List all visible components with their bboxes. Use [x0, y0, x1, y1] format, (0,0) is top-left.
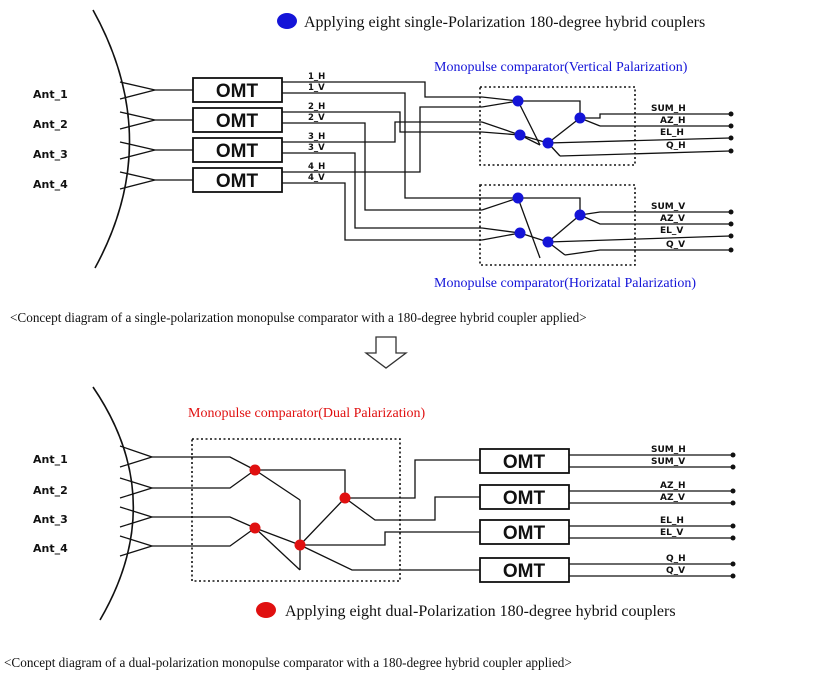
top-omt-box: OMT [192, 137, 283, 163]
top-output-label: SUM_V [651, 202, 685, 212]
top-output-label: Q_V [666, 240, 685, 250]
top-port-label: 3_H [308, 132, 325, 142]
blue-coupler-dot [574, 112, 586, 124]
bottom-antenna-feeds [119, 445, 155, 557]
red-coupler-dot [249, 464, 261, 476]
top-output-terminals [728, 111, 734, 253]
top-output-label: SUM_H [651, 104, 686, 114]
top-port-label: 1_H [308, 72, 325, 82]
bottom-legend-text: Applying eight dual-Polarization 180-deg… [285, 603, 676, 620]
horizontal-comparator-title: Monopulse comparator(Horizatal Palarizat… [434, 276, 696, 291]
top-port-label: 1_V [308, 83, 325, 93]
top-output-label: Q_H [666, 141, 686, 151]
svg-text:OMT: OMT [216, 81, 259, 102]
blue-coupler-dot [514, 227, 526, 239]
top-port-label: 4_H [308, 162, 325, 172]
dual-comparator-title: Monopulse comparator(Dual Palarization) [188, 406, 425, 421]
top-antenna-label: Ant_2 [33, 118, 68, 131]
bottom-antenna-label: Ant_4 [33, 542, 68, 555]
top-omt-box: OMT [192, 167, 283, 193]
bottom-output-label: EL_H [660, 516, 684, 526]
bottom-output-terminals [730, 452, 736, 579]
bottom-antenna-label: Ant_1 [33, 453, 68, 466]
vertical-comparator-title: Monopulse comparator(Vertical Palarizati… [434, 60, 688, 75]
dual-comparator [152, 438, 480, 582]
bottom-output-label: Q_H [666, 554, 686, 564]
bottom-output-label: AZ_H [660, 481, 686, 491]
top-antenna-label: Ant_3 [33, 148, 68, 161]
top-caption: <Concept diagram of a single-polarizatio… [10, 310, 587, 325]
bottom-diagram: Monopulse comparator(Dual Palarization) … [4, 386, 736, 670]
top-port-label: 3_V [308, 143, 325, 153]
top-output-label: AZ_H [660, 116, 686, 126]
bottom-output-label: AZ_V [660, 493, 685, 503]
top-port-label: 4_V [308, 173, 325, 183]
bottom-caption: <Concept diagram of a dual-polarization … [4, 655, 572, 670]
red-coupler-dot [339, 492, 351, 504]
top-port-label: 2_H [308, 102, 325, 112]
svg-text:OMT: OMT [216, 111, 259, 132]
top-antenna-feeds [119, 81, 193, 190]
top-legend-text: Applying eight single-Polarization 180-d… [304, 14, 705, 31]
bottom-omt-box: OMT [479, 557, 570, 583]
top-output-label: EL_V [660, 226, 683, 236]
svg-text:OMT: OMT [503, 488, 546, 509]
blue-coupler-dot [574, 209, 586, 221]
top-routing-lines [330, 81, 482, 241]
svg-text:OMT: OMT [503, 561, 546, 582]
red-coupler-dot [294, 539, 306, 551]
blue-coupler-dot [512, 95, 524, 107]
blue-coupler-dot [542, 137, 554, 149]
top-reflector-arc [92, 9, 131, 269]
top-antenna-label: Ant_4 [33, 178, 68, 191]
red-coupler-legend-dot [256, 602, 276, 618]
bottom-omt-box: OMT [479, 448, 570, 474]
bottom-output-lines [569, 454, 732, 577]
svg-text:OMT: OMT [503, 523, 546, 544]
bottom-output-label: EL_V [660, 528, 683, 538]
down-arrow-icon [364, 336, 408, 369]
blue-coupler-dot [542, 236, 554, 248]
bottom-antenna-label: Ant_2 [33, 484, 68, 497]
top-output-label: EL_H [660, 128, 684, 138]
svg-text:OMT: OMT [503, 452, 546, 473]
blue-coupler-dot [514, 129, 526, 141]
svg-text:OMT: OMT [216, 171, 259, 192]
top-omt-output-lines [282, 81, 330, 184]
top-port-label: 2_V [308, 113, 325, 123]
bottom-omt-box: OMT [479, 519, 570, 545]
horizontal-comparator [479, 184, 731, 266]
bottom-output-label: SUM_H [651, 445, 686, 455]
vertical-comparator [479, 86, 731, 166]
red-coupler-dot [249, 522, 261, 534]
blue-coupler-legend-dot [277, 13, 297, 29]
bottom-output-label: Q_V [666, 566, 685, 576]
top-antenna-label: Ant_1 [33, 88, 68, 101]
bottom-omt-box: OMT [479, 484, 570, 510]
svg-text:OMT: OMT [216, 141, 259, 162]
bottom-reflector-arc [92, 386, 135, 621]
top-omt-box: OMT [192, 107, 283, 133]
bottom-antenna-label: Ant_3 [33, 513, 68, 526]
top-omt-box: OMT [192, 77, 283, 103]
top-diagram: Applying eight single-Polarization 180-d… [10, 9, 734, 325]
bottom-output-label: SUM_V [651, 457, 685, 467]
top-output-label: AZ_V [660, 214, 685, 224]
blue-coupler-dot [512, 192, 524, 204]
